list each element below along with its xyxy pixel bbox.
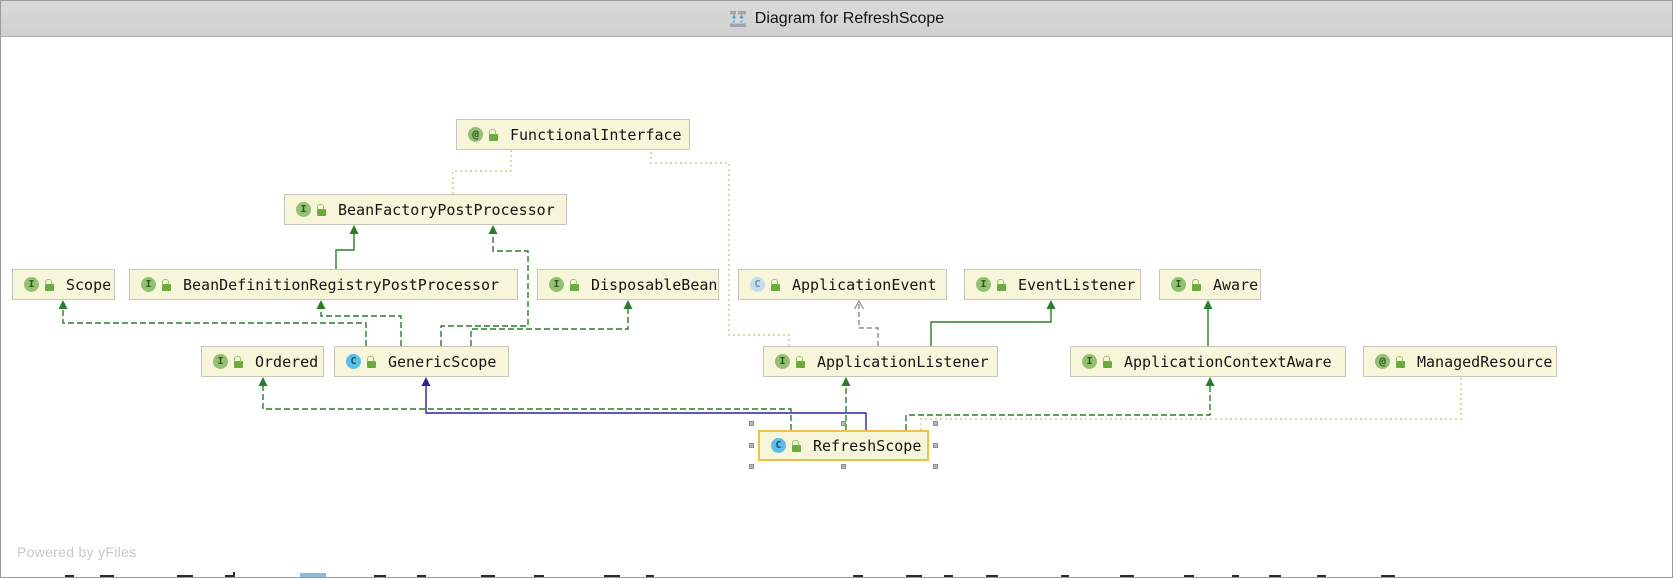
lock-icon (1103, 355, 1112, 368)
arrowhead (1046, 300, 1056, 309)
interface-icon: I (141, 277, 156, 292)
clipped-bottom-row (1, 572, 1672, 577)
edge-implements-genericscope-to-scope (62, 302, 367, 346)
selection-handle[interactable] (933, 443, 938, 448)
class-icon: C (771, 438, 786, 453)
node-label: BeanDefinitionRegistryPostProcessor (183, 275, 500, 294)
yfiles-watermark: Powered by yFiles (17, 544, 137, 560)
uml-diagram-icon (729, 10, 747, 28)
edge-implements-genericscope-to-disposablebean (470, 302, 629, 346)
edge-implements-refreshscope-to-ordered (262, 379, 792, 430)
lock-icon (489, 128, 498, 141)
arrowhead (58, 300, 68, 309)
lock-icon (234, 355, 243, 368)
class-icon: C (346, 354, 361, 369)
node-functionalinterface[interactable]: @ FunctionalInterface (456, 119, 690, 150)
edge-extends-beandefinitionregistrypostprocessor-to-beanfactorypostprocessor (335, 227, 355, 269)
lock-icon (367, 355, 376, 368)
node-managedresource[interactable]: @ ManagedResource (1363, 346, 1557, 377)
node-label: FunctionalInterface (510, 125, 682, 144)
arrowhead (1203, 300, 1213, 309)
lock-icon (1192, 278, 1201, 291)
lock-icon (771, 278, 780, 291)
interface-icon: I (1082, 354, 1097, 369)
node-label: ApplicationListener (817, 352, 989, 371)
interface-icon: I (549, 277, 564, 292)
lock-icon (317, 203, 326, 216)
edges-layer (58, 150, 1462, 430)
node-disposablebean[interactable]: I DisposableBean (537, 269, 719, 300)
node-label: DisposableBean (591, 275, 718, 294)
node-ordered[interactable]: I Ordered (201, 346, 324, 377)
arrowhead (349, 225, 359, 234)
node-refreshscope[interactable]: C RefreshScope (758, 430, 929, 461)
edge-annotation-applicationlistener-to-functionalinterface (650, 150, 790, 346)
interface-icon: I (24, 277, 39, 292)
edge-implements-refreshscope-to-applicationcontextaware (905, 379, 1211, 430)
lock-icon (45, 278, 54, 291)
edge-annotation-beanfactorypostprocessor-to-functionalinterface (452, 150, 512, 194)
selection-handle[interactable] (749, 464, 754, 469)
node-label: ApplicationEvent (792, 275, 937, 294)
selection-handle[interactable] (749, 421, 754, 426)
node-aware[interactable]: I Aware (1159, 269, 1261, 300)
edge-implements-genericscope-to-beanfactorypostprocessor (440, 227, 529, 346)
node-beanfactorypostprocessor[interactable]: I BeanFactoryPostProcessor (284, 194, 567, 225)
arrowhead (623, 300, 633, 309)
arrowhead (316, 300, 326, 309)
edge-implements-genericscope-to-beandefinitionregistrypostprocessor (320, 302, 402, 346)
node-label: RefreshScope (813, 436, 922, 455)
lock-icon (792, 439, 801, 452)
node-applicationcontextaware[interactable]: I ApplicationContextAware (1070, 346, 1346, 377)
interface-icon: I (213, 354, 228, 369)
node-scope[interactable]: I Scope (12, 269, 115, 300)
window-title: Diagram for RefreshScope (754, 9, 945, 27)
annotation-icon: @ (468, 127, 483, 142)
lock-icon (162, 278, 171, 291)
interface-icon: I (296, 202, 311, 217)
arrowhead (258, 377, 268, 386)
abstract-class-icon: C (750, 277, 765, 292)
edge-dependency-applicationlistener-to-applicationevent (858, 302, 879, 346)
node-label: EventListener (1018, 275, 1136, 294)
open-arrowhead (853, 299, 865, 310)
selection-handle[interactable] (933, 464, 938, 469)
node-genericscope[interactable]: C GenericScope (334, 346, 509, 377)
lock-icon (570, 278, 579, 291)
selection-handle[interactable] (840, 464, 846, 469)
lock-icon (796, 355, 805, 368)
arrowhead (841, 377, 851, 386)
node-eventlistener[interactable]: I EventListener (964, 269, 1141, 300)
node-label: Ordered (255, 352, 319, 371)
selection-handle[interactable] (840, 421, 846, 426)
node-label: GenericScope (388, 352, 497, 371)
node-label: Scope (66, 275, 112, 294)
lock-icon (1396, 355, 1405, 368)
interface-icon: I (1171, 277, 1186, 292)
node-label: Aware (1213, 275, 1259, 294)
lock-icon (997, 278, 1006, 291)
edge-annotation-refreshscope-to-managedresource (920, 378, 1462, 430)
window-titlebar[interactable]: Diagram for RefreshScope (1, 1, 1672, 37)
node-label: ApplicationContextAware (1124, 352, 1332, 371)
selection-handle[interactable] (749, 443, 754, 448)
node-label: ManagedResource (1417, 352, 1553, 371)
selection-handle[interactable] (933, 421, 938, 426)
interface-icon: I (976, 277, 991, 292)
edge-extends-applicationlistener-to-eventlistener (930, 302, 1052, 346)
arrowhead (1205, 377, 1215, 386)
arrowhead (421, 377, 431, 386)
interface-icon: I (775, 354, 790, 369)
edge-class-extends-refreshscope-to-genericscope (425, 379, 867, 430)
node-applicationlistener[interactable]: I ApplicationListener (763, 346, 998, 377)
arrowhead (488, 225, 498, 234)
annotation-icon: @ (1375, 354, 1390, 369)
node-beandefinitionregistrypostprocessor[interactable]: I BeanDefinitionRegistryPostProcessor (129, 269, 518, 300)
diagram-canvas[interactable]: @ FunctionalInterface I BeanFactoryPostP… (1, 38, 1672, 577)
node-applicationevent[interactable]: C ApplicationEvent (738, 269, 947, 300)
node-label: BeanFactoryPostProcessor (338, 200, 555, 219)
